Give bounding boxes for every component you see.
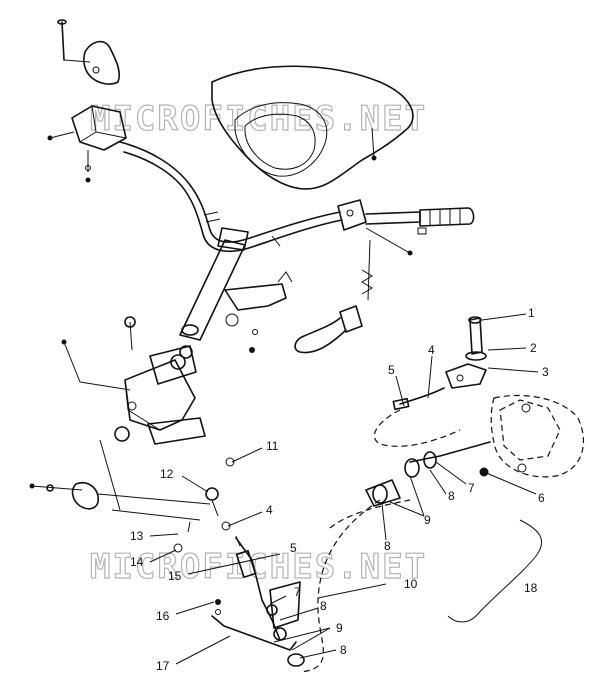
callout-6: 6 (538, 491, 545, 505)
callout-16: 16 (156, 609, 170, 623)
throttle-housing (47, 105, 127, 183)
callout-1: 1 (528, 306, 535, 320)
steering-support (61, 316, 206, 445)
callout-7: 7 (468, 481, 475, 495)
callout-4: 4 (428, 343, 435, 357)
callout-17: 17 (156, 659, 170, 673)
right-grip (337, 199, 475, 256)
part-18-outline (447, 519, 542, 623)
callout-8: 8 (384, 539, 391, 553)
lower-linkage (29, 439, 235, 553)
callout-8: 8 (320, 599, 327, 613)
callout-leaders (149, 313, 539, 665)
lower-cable (211, 535, 305, 667)
callout-9: 9 (336, 621, 343, 635)
callout-18: 18 (524, 581, 538, 595)
callout-labels: 1 2 3 4 5 6 7 8 9 8 10 11 12 4 13 14 5 1… (130, 306, 549, 673)
callout-11: 11 (266, 439, 279, 453)
callout-4: 4 (266, 503, 273, 517)
callout-5: 5 (388, 363, 395, 377)
throttle-bracket (57, 19, 121, 85)
callout-15: 15 (168, 569, 182, 583)
callout-13: 13 (130, 529, 144, 543)
watermark-bottom: MICROFICHES.NET (90, 547, 427, 587)
carb-cable-assembly (299, 316, 585, 673)
cover-plate (224, 271, 293, 353)
windshield-hood (211, 65, 414, 190)
callout-9: 9 (424, 513, 431, 527)
steering-column (170, 227, 249, 370)
callout-8: 8 (340, 643, 347, 657)
callout-3: 3 (542, 365, 549, 379)
callout-5: 5 (290, 541, 297, 555)
callout-2: 2 (530, 341, 537, 355)
callout-14: 14 (130, 555, 144, 569)
callout-7: 7 (294, 585, 301, 599)
callout-8: 8 (448, 489, 455, 503)
callout-10: 10 (404, 577, 418, 591)
callout-12: 12 (160, 467, 174, 481)
kill-switch-lanyard (294, 239, 373, 354)
handlebar (119, 141, 343, 252)
watermark-top: MICROFICHES.NET (90, 99, 427, 139)
